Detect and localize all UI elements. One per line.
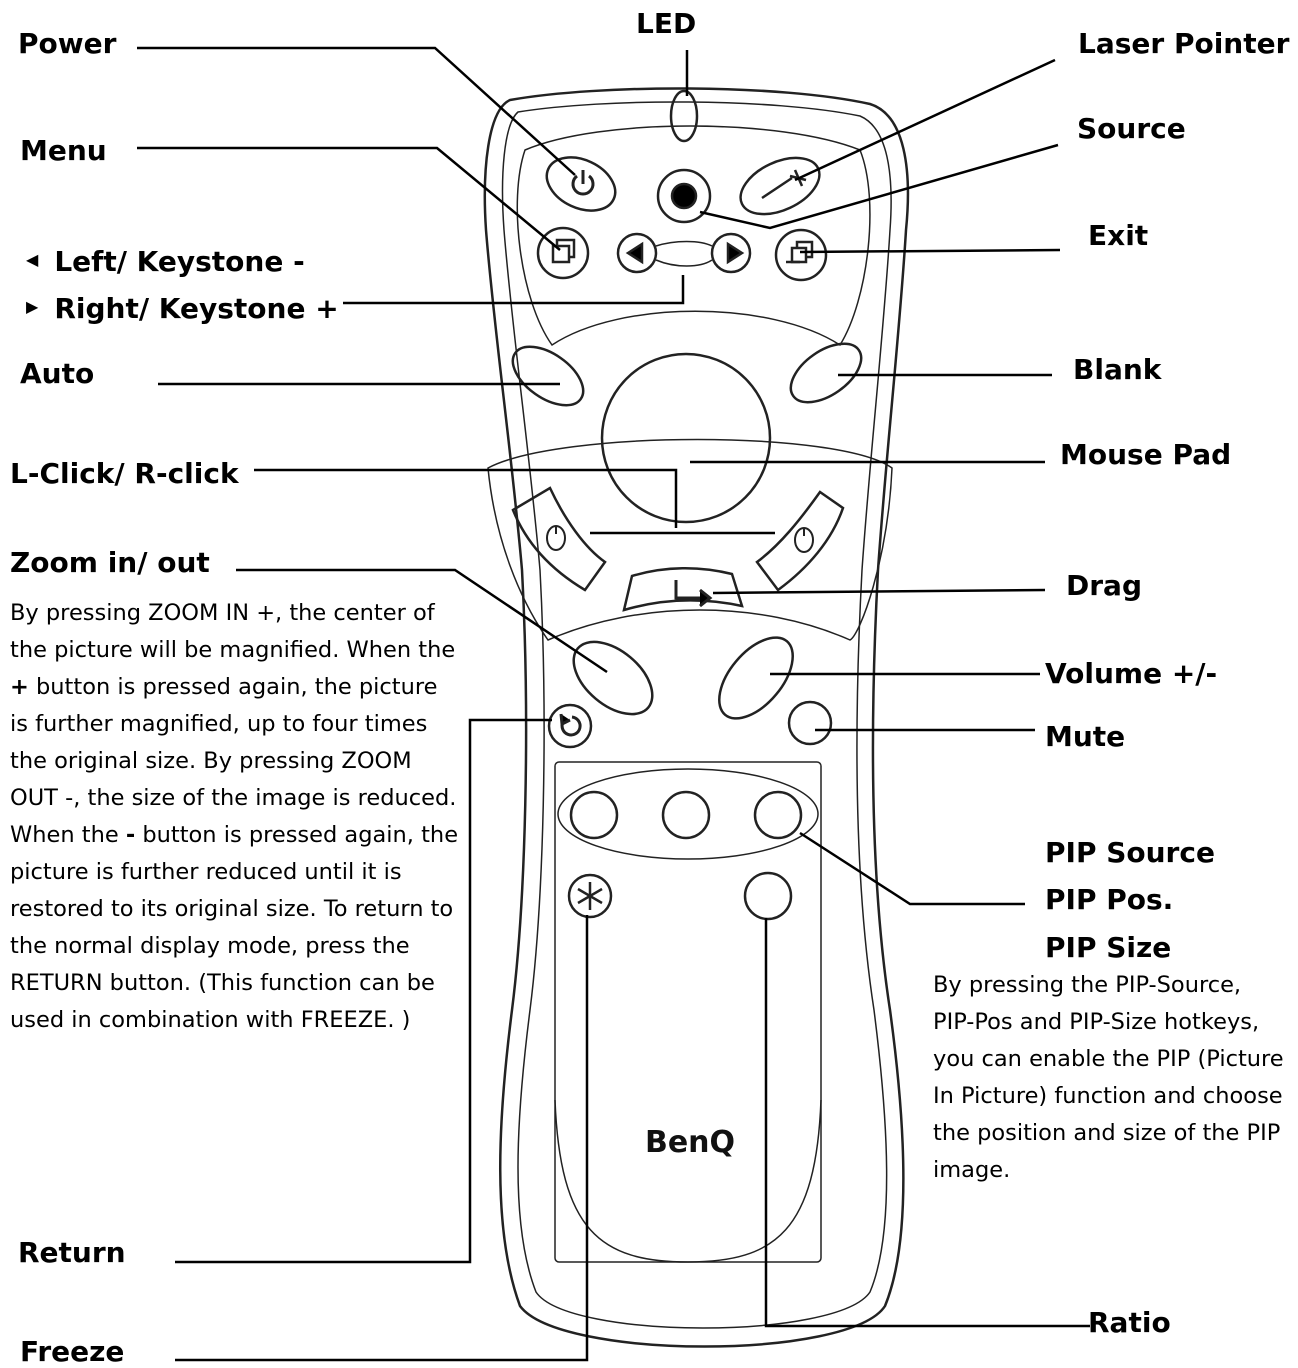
- exit-icon: [786, 240, 814, 264]
- keystone-bridge: [655, 240, 713, 267]
- power-icon: [571, 170, 595, 196]
- mid-panel-outline: [487, 438, 893, 641]
- leader-freeze: [175, 915, 589, 1362]
- mouse-pad[interactable]: [600, 352, 772, 524]
- label-freeze: Freeze: [20, 1335, 125, 1368]
- menu-icon: [551, 238, 576, 264]
- remote-outline-inner: [501, 101, 892, 1329]
- label-volume: Volume +/-: [1045, 657, 1218, 690]
- label-led: LED: [636, 7, 697, 40]
- freeze-button[interactable]: [567, 873, 613, 919]
- label-power: Power: [18, 27, 117, 60]
- pip-size-button[interactable]: [753, 790, 803, 840]
- label-auto: Auto: [20, 357, 95, 390]
- label-blank: Blank: [1073, 353, 1162, 386]
- pip-source-button[interactable]: [569, 790, 619, 840]
- leader-return: [175, 718, 552, 1264]
- snowflake-icon: [577, 882, 603, 910]
- label-ratio: Ratio: [1088, 1306, 1171, 1339]
- label-right-keystone: ▶Right/ Keystone +: [26, 292, 339, 325]
- menu-button[interactable]: [536, 226, 590, 280]
- label-l-r-click: L-Click/ R-click: [10, 457, 239, 490]
- pip-group-outline: [557, 768, 819, 860]
- label-laser-pointer: Laser Pointer: [1078, 27, 1290, 60]
- drag-arrow-icon: [674, 580, 713, 608]
- power-button[interactable]: [538, 147, 624, 221]
- pip-description: By pressing the PIP-Source, PIP-Pos and …: [933, 972, 1284, 1183]
- mouse-icon-right: [794, 527, 814, 553]
- label-left-keystone: ◀Left/ Keystone -: [26, 245, 305, 278]
- source-button-dot: [670, 182, 698, 210]
- exit-button[interactable]: [774, 228, 828, 282]
- label-pip-pos: PIP Pos.: [1045, 883, 1174, 916]
- remote-outline-outer: [483, 87, 910, 1348]
- label-source: Source: [1077, 112, 1186, 145]
- mute-button[interactable]: [787, 700, 833, 746]
- ratio-button[interactable]: [743, 871, 793, 921]
- zoom-description: By pressing ZOOM IN +, the center of the…: [10, 600, 459, 1033]
- mouse-icon: [546, 525, 566, 551]
- leader-power: [137, 46, 576, 176]
- laser-icon: [761, 169, 807, 200]
- pip-pos-button[interactable]: [661, 790, 711, 840]
- label-return: Return: [18, 1236, 126, 1269]
- zoom-button[interactable]: [560, 628, 665, 729]
- led-indicator: [669, 89, 699, 143]
- label-menu: Menu: [20, 134, 107, 167]
- label-pip-size: PIP Size: [1045, 931, 1172, 964]
- leader-menu: [137, 146, 561, 251]
- label-pip-source: PIP Source: [1045, 836, 1215, 869]
- volume-button[interactable]: [705, 625, 807, 732]
- leader-ratio: [764, 918, 1090, 1328]
- right-keystone-button[interactable]: [710, 232, 752, 274]
- leader-l-r-click: [254, 468, 678, 528]
- remote-buttons: [503, 89, 872, 921]
- label-zoom: Zoom in/ out: [10, 546, 210, 579]
- leader-source: [699, 143, 1059, 230]
- blank-button[interactable]: [781, 332, 872, 414]
- auto-button[interactable]: [503, 335, 594, 417]
- leader-lines: [137, 46, 1090, 1362]
- return-icon: [559, 713, 582, 737]
- leader-drag: [712, 588, 1046, 595]
- label-exit: Exit: [1088, 219, 1149, 252]
- left-keystone-button[interactable]: [616, 232, 658, 274]
- bottom-panel-curve: [554, 1099, 822, 1263]
- label-mute: Mute: [1045, 720, 1126, 753]
- label-mouse-pad: Mouse Pad: [1060, 438, 1232, 471]
- return-button[interactable]: [547, 703, 593, 749]
- leader-keystone: [343, 275, 685, 305]
- leader-laser: [794, 58, 1056, 182]
- leader-zoom: [236, 568, 608, 674]
- label-drag: Drag: [1066, 569, 1142, 602]
- leader-pip: [799, 831, 1025, 906]
- left-arrow-icon: [625, 241, 644, 265]
- triangle-left-icon: ◀: [26, 250, 39, 269]
- right-arrow-icon: [726, 241, 745, 265]
- source-button[interactable]: [656, 168, 712, 224]
- left-click-button[interactable]: [511, 486, 607, 592]
- right-click-button[interactable]: [755, 490, 845, 592]
- brand-logo: BenQ: [645, 1125, 735, 1160]
- triangle-right-icon: ▶: [26, 297, 39, 316]
- leader-exit: [799, 248, 1061, 254]
- drag-button[interactable]: [622, 566, 744, 612]
- remote-body: [483, 87, 910, 1348]
